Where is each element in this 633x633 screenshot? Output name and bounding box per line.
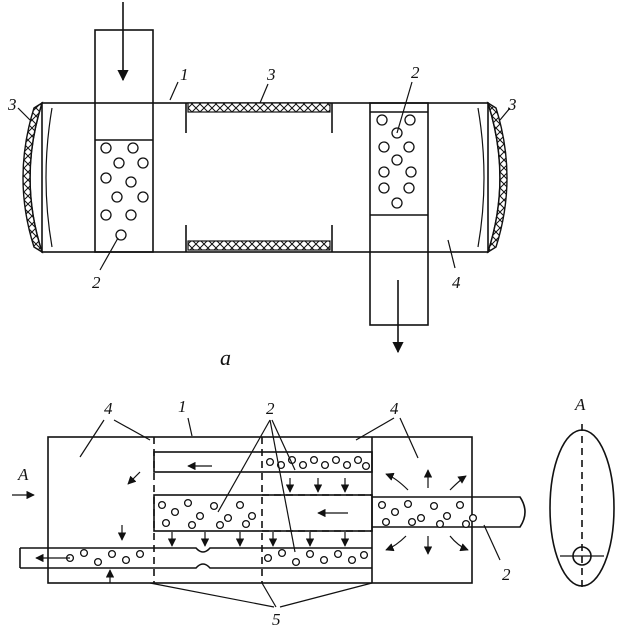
leader-2-a xyxy=(217,419,271,513)
flow-arrows xyxy=(12,461,469,583)
label-3-left: 3 xyxy=(7,95,17,114)
outlet-pipe xyxy=(369,102,429,326)
label-5: 5 xyxy=(272,610,281,629)
leader-4-left-a xyxy=(79,419,105,458)
label-1b: 1 xyxy=(178,397,187,416)
caption-a: a xyxy=(220,345,231,370)
right-inner-wall xyxy=(477,107,485,248)
leader-3-top xyxy=(259,83,269,104)
label-2-left: 2 xyxy=(92,273,101,292)
label-3-right: 3 xyxy=(507,95,517,114)
leader-2-right xyxy=(483,524,501,561)
leader-2-b xyxy=(271,419,296,471)
leader-1a xyxy=(169,81,179,101)
diagram-b: 4 1 2 4 2 5 A xyxy=(12,397,526,629)
bottom-liner xyxy=(187,240,331,251)
label-4-right: 4 xyxy=(390,399,399,418)
label-3-top: 3 xyxy=(266,65,276,84)
leader-2-right xyxy=(396,81,413,134)
right-pipe xyxy=(372,496,526,528)
label-A-left: A xyxy=(17,465,29,484)
label-2-right-b: 2 xyxy=(502,565,511,584)
left-insulation xyxy=(22,101,44,254)
label-1a: 1 xyxy=(180,65,189,84)
bottom-tube-bottom xyxy=(20,563,372,569)
left-inner-wall xyxy=(45,107,53,248)
inlet-perforations xyxy=(100,142,149,241)
right-insulation xyxy=(486,101,508,254)
top-tube xyxy=(153,451,373,473)
label-2b: 2 xyxy=(266,399,275,418)
leader-4-right-a xyxy=(355,417,395,441)
leader-5-c xyxy=(279,582,373,608)
bottom-tube-top xyxy=(20,547,372,553)
label-4-left: 4 xyxy=(104,399,113,418)
section-view-a: A xyxy=(549,395,615,592)
leader-1b xyxy=(187,417,193,437)
diagram-a: 1 3 3 3 2 2 4 a xyxy=(7,2,517,370)
leader-2-left xyxy=(99,237,119,271)
label-2-right: 2 xyxy=(411,63,420,82)
outlet-perforations xyxy=(376,114,417,209)
leader-2-c xyxy=(269,419,296,553)
top-liner xyxy=(187,102,331,113)
leader-3-right xyxy=(499,107,511,121)
perforations-b xyxy=(65,455,478,567)
leader-4a xyxy=(447,239,456,269)
inlet-pipe xyxy=(94,29,154,253)
leader-5-b xyxy=(261,582,277,608)
label-A-section: A xyxy=(574,395,586,414)
leader-4-left-b xyxy=(113,419,151,441)
label-4a: 4 xyxy=(452,273,461,292)
leader-4-right-b xyxy=(399,417,419,459)
leader-3-left xyxy=(17,107,31,121)
section-pipe xyxy=(572,546,592,566)
shell-b xyxy=(47,436,473,584)
leader-5-a xyxy=(149,582,275,608)
